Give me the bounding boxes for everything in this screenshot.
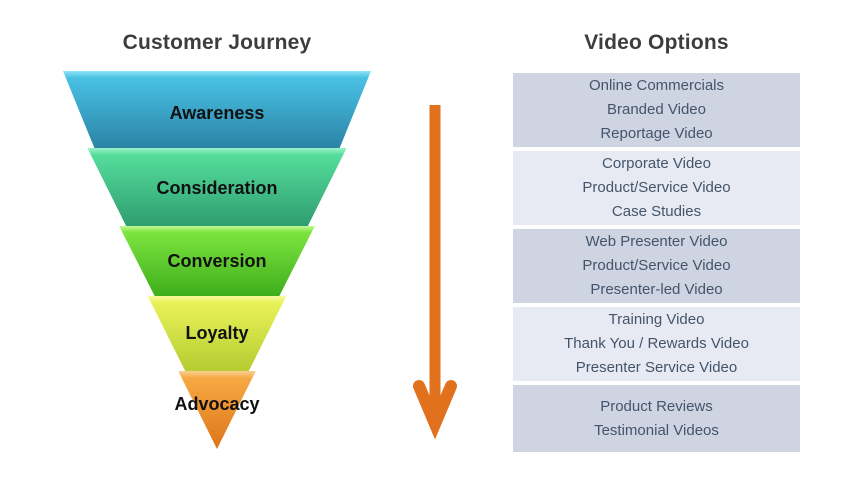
video-option: Corporate Video: [602, 155, 711, 172]
funnel-stage-advocacy: [178, 371, 256, 449]
video-option: Case Studies: [611, 203, 702, 220]
funnel-stage-awareness: [63, 71, 371, 148]
video-option: Product/Service Video: [582, 179, 731, 196]
funnel-stage-loyalty: [147, 296, 287, 371]
video-option: Training Video: [608, 311, 705, 328]
customer-journey-funnel: AwarenessConsiderationConversionLoyaltyA…: [63, 71, 371, 449]
video-option: Product Reviews: [600, 397, 713, 415]
video-option: Thank You / Rewards Video: [564, 335, 749, 352]
funnel-stage-label: Conversion: [167, 251, 266, 271]
video-options-title: Video Options: [584, 31, 729, 54]
funnel-stage-label: Awareness: [170, 103, 265, 123]
customer-journey-title: Customer Journey: [122, 31, 312, 54]
video-option: Testimonial Videos: [594, 421, 719, 439]
video-option: Product/Service Video: [582, 257, 731, 274]
down-arrow-icon: [413, 105, 457, 440]
video-option: Online Commercials: [588, 77, 725, 94]
funnel-stage-label: Loyalty: [185, 323, 248, 343]
funnel-stage-consideration: [87, 148, 347, 226]
video-option: Presenter Service Video: [575, 359, 738, 376]
funnel-stage-conversion: [119, 226, 315, 296]
funnel-stage-label: Advocacy: [174, 394, 259, 414]
video-option: Presenter-led Video: [590, 281, 723, 298]
video-option: Web Presenter Video: [585, 233, 728, 250]
video-option: Branded Video: [607, 101, 706, 118]
funnel-stage-label: Consideration: [156, 178, 277, 198]
video-option: Reportage Video: [600, 125, 713, 142]
